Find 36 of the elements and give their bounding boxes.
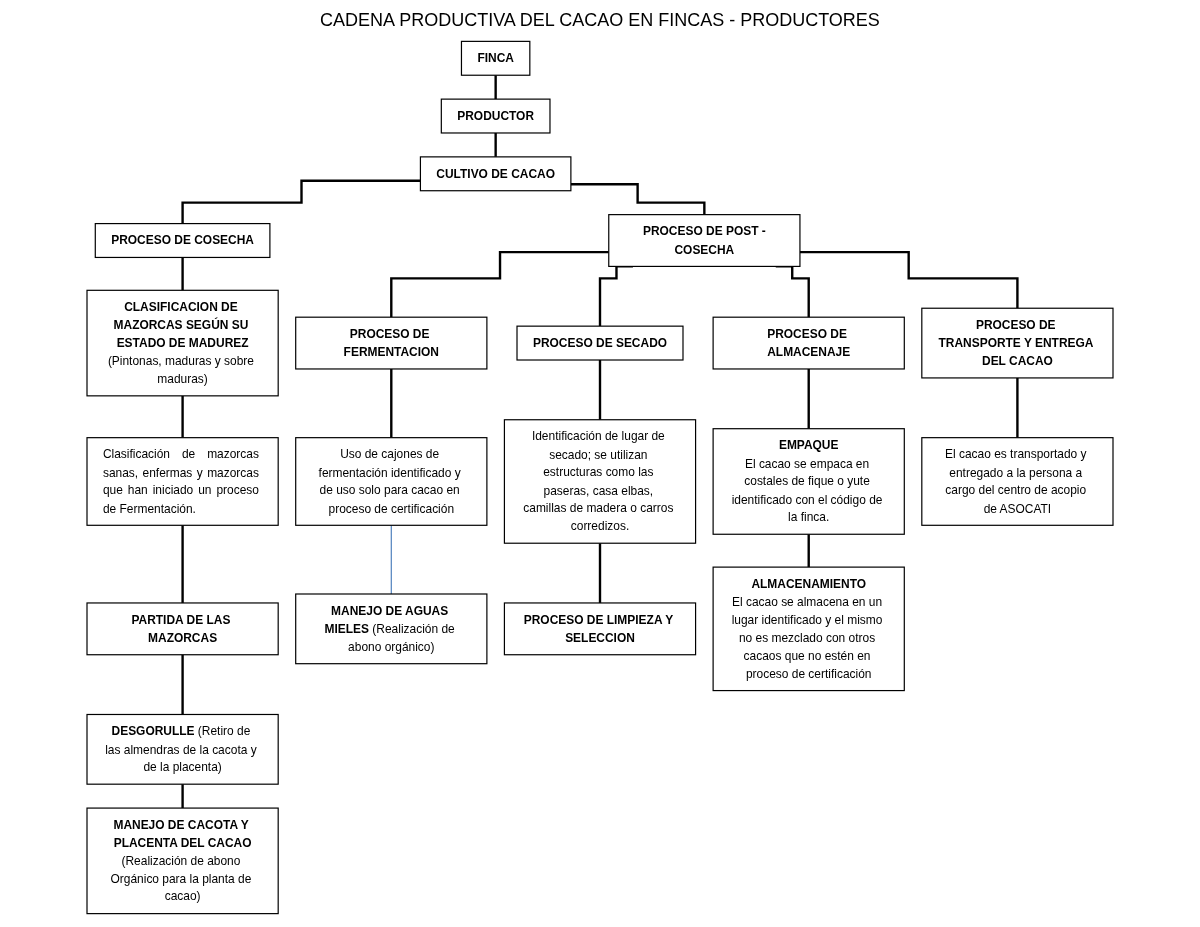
connector <box>570 183 706 216</box>
connector <box>181 783 184 810</box>
connector <box>181 256 184 292</box>
node-box: PRODUCTOR <box>440 98 551 134</box>
node-box: MANEJO DE CACOTA Y PLACENTA DEL CACAO (Realización de abono Orgánico para la planta de cacao) <box>86 807 279 915</box>
node-box: El cacao es transportado y entregado a la persona a cargo del centro de acopio de ASOCATI <box>921 437 1114 526</box>
node-box: CULTIVO DE CACAO <box>419 156 572 192</box>
connector <box>807 367 810 430</box>
node-box: PARTIDA DE LAS MAZORCAS <box>86 602 279 656</box>
connector <box>181 394 184 439</box>
node-box: Uso de cajones de fermentación identificado y de uso solo para cacao en proceso de certificación <box>295 437 488 526</box>
node-box: PROCESO DE ALMACENAJE <box>712 316 905 370</box>
connector <box>1016 376 1019 439</box>
node-box: PROCESO DE LIMPIEZA Y SELECCION <box>503 602 697 656</box>
node-box: Identificación de lugar de secado; se utilizan estructuras como las paseras, casa elbas, camillas de madera o carros corredizos. <box>503 419 697 544</box>
diagram-title: CADENA PRODUCTIVA DEL CACAO EN FINCAS - PRODUCTORES <box>320 10 880 31</box>
connector <box>807 533 810 569</box>
connector <box>390 250 609 319</box>
node-box: ALMACENAMIENTO El cacao se almacena en un lugar identificado y el mismo no es mezclado con otros cacaos que no estén en proceso de certificación <box>712 566 905 692</box>
node-box: PROCESO DE SECADO <box>516 325 684 361</box>
connector <box>390 524 392 595</box>
node-box: FINCA <box>460 40 531 76</box>
connector <box>390 367 393 439</box>
node-box: PROCESO DE FERMENTACION <box>295 316 488 370</box>
node-box: MANEJO DE AGUAS MIELES (Realización de abono orgánico) <box>295 593 488 665</box>
connector <box>799 250 1019 310</box>
connector <box>181 653 184 716</box>
node-box: PROCESO DE POST -COSECHA <box>608 214 801 267</box>
node-box: PROCESO DE TRANSPORTE Y ENTREGA DEL CACAO <box>921 307 1114 379</box>
node-box: DESGORULLE (Retiro de las almendras de la cacota y de la placenta) <box>86 713 279 785</box>
connector <box>181 179 421 225</box>
node-box: PROCESO DE COSECHA <box>94 223 271 259</box>
node-box: EMPAQUE El cacao se empaca en costales de fique o yute identificado con el código de la finca. <box>712 428 905 535</box>
node-box: Clasificación de mazorcas sanas, enfermas y mazorcas que han iniciado un proceso de Fermentación. <box>86 437 279 526</box>
node-box: CLASIFICACION DE MAZORCAS SEGÚN SU ESTADO DE MADUREZ (Pintonas, maduras y sobre maduras) <box>86 289 279 397</box>
connector <box>494 74 497 101</box>
